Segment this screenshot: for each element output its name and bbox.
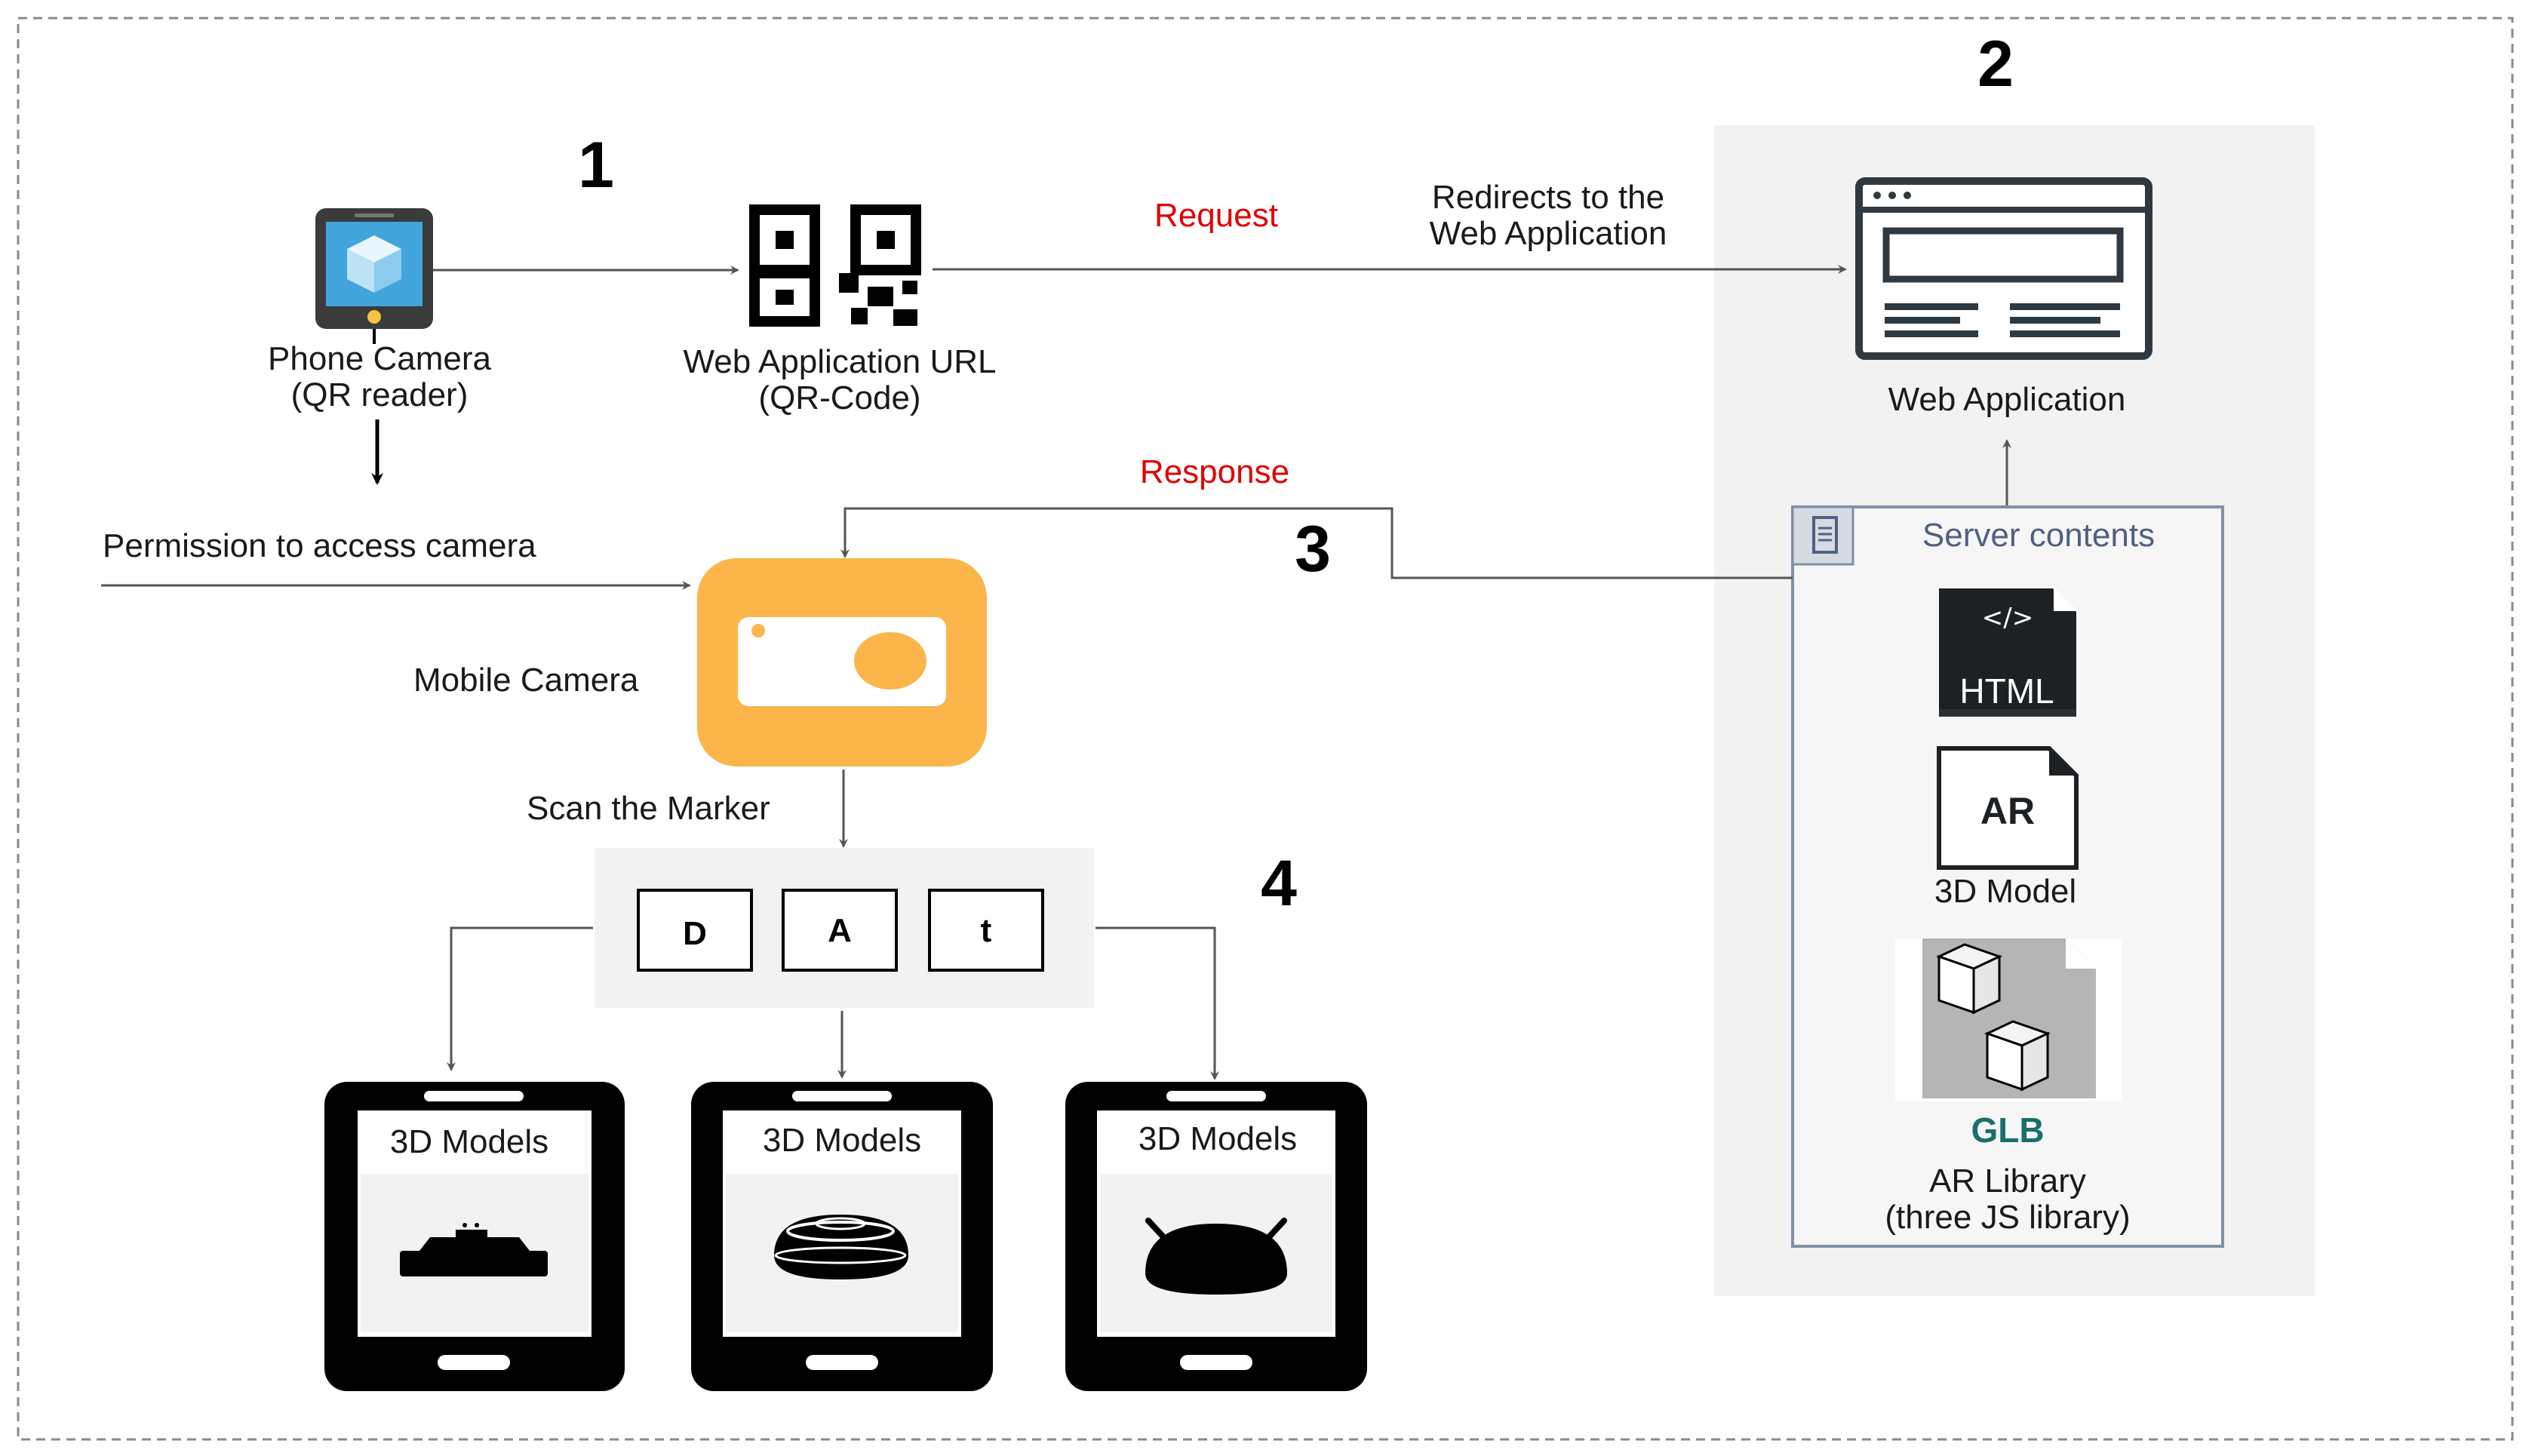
scan-marker-label: Scan the Marker [527,790,770,827]
marker-label-3: t [981,912,992,949]
web-url-sublabel: (QR-Code) [758,379,920,416]
outer-frame [17,17,2514,1441]
phone-camera-sublabel: (QR reader) [291,376,469,413]
server-icon-box [1791,505,1854,566]
phone-2 [691,1082,993,1391]
marker-label-1: D [683,915,707,952]
step-3-number: 3 [1295,513,1331,585]
ar-file-icon [1937,746,2079,870]
qr-code-icon [749,204,921,327]
redirects-sublabel: Web Application [1430,215,1667,252]
phone-3-title: 3D Models [1138,1120,1297,1157]
request-label: Request [1154,197,1278,234]
robot-dome-model-icon [1145,1218,1287,1295]
phone-2-title: 3D Models [763,1122,921,1159]
marker-box-3 [928,889,1044,972]
dome-model-icon [774,1215,908,1279]
phone-camera-icon [315,208,433,344]
step-1-number: 1 [578,129,614,201]
mobile-camera-icon [697,558,987,766]
server-icon [1812,516,1838,554]
marker-box-1 [637,889,753,972]
marker-label-2: A [828,912,852,949]
glb-file-icon [1895,938,2122,1101]
web-application-icon [1855,177,2153,360]
phone-1-title: 3D Models [390,1123,548,1160]
ar-library-label: AR Library [1929,1163,2086,1200]
marker-box-2 [782,889,898,972]
ar-file-label: AR [1980,790,2035,832]
arrow-marker-to-phone-3 [1095,926,1219,1080]
response-label: Response [1140,453,1289,490]
permission-label: Permission to access camera [103,527,536,564]
phone-camera-label: Phone Camera [268,340,491,377]
html-file-icon [1939,588,2077,717]
redirects-label: Redirects to the [1432,179,1664,216]
web-application-label: Web Application [1888,381,2126,418]
html-file-label: HTML [1959,671,2054,711]
arrow-marker-to-phone-1 [447,926,593,1071]
server-contents-title: Server contents [1922,517,2155,554]
html-tag-glyph: </> [1982,603,2033,633]
step-2-number: 2 [1977,28,2014,100]
arrow-response [840,507,1793,579]
ar-library-sublabel: (three JS library) [1885,1199,2130,1236]
3d-model-label: 3D Model [1934,873,2076,910]
glb-label: GLB [1971,1110,2044,1150]
web-url-label: Web Application URL [684,343,997,380]
step-4-number: 4 [1261,847,1297,920]
mobile-camera-label: Mobile Camera [413,662,639,699]
bed-model-icon [400,1223,548,1276]
